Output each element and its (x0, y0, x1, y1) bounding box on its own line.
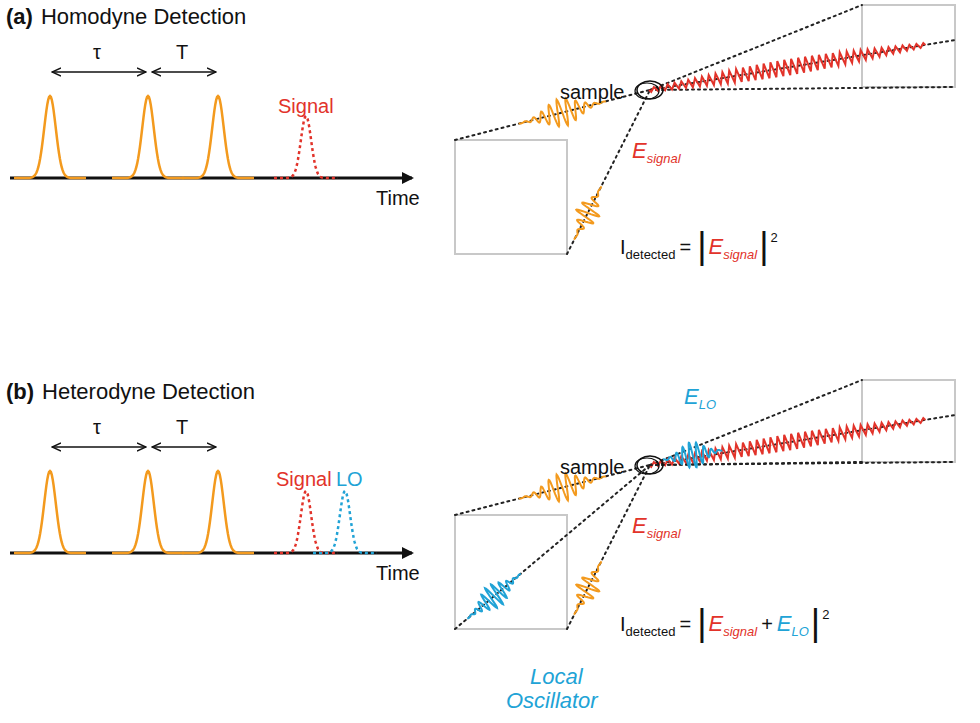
t-arrow (152, 446, 216, 447)
beam-label: Oscillator (506, 688, 598, 714)
label-group: ELO (684, 384, 716, 410)
label-group: T (176, 40, 188, 64)
label-group: Idetected=|Esignal+ELO|2 (620, 597, 829, 640)
label-group: T (176, 415, 188, 439)
label-group: τ (93, 415, 101, 439)
label-group: Oscillator (506, 688, 598, 714)
formula-part: signal (723, 247, 757, 263)
formula-part: | (811, 601, 820, 644)
panel-title: Heterodyne Detection (42, 379, 255, 405)
formula-part: E (708, 234, 723, 260)
wave-packet (649, 43, 925, 92)
pulse (14, 96, 86, 178)
label-group: Signal (276, 467, 332, 491)
formula-part: | (759, 224, 768, 267)
axis-label: Time (376, 186, 420, 210)
formula-part: detected (626, 624, 676, 640)
label-group: Esignal (632, 138, 681, 164)
beam-line (650, 87, 955, 90)
formula-part: | (697, 601, 706, 644)
beam-line (567, 465, 650, 629)
interval-label: τ (93, 40, 101, 64)
pulse (112, 96, 184, 178)
interval-label: T (176, 40, 188, 64)
label-group: Time (376, 561, 420, 585)
tau-arrow (52, 446, 146, 447)
field-subscript: signal (647, 151, 681, 167)
sample-label: sample (560, 80, 624, 104)
panel-a-art (10, 5, 955, 254)
sample-ring (635, 458, 659, 474)
interval-label: τ (93, 415, 101, 439)
panel-b-art (10, 380, 955, 629)
pulse (112, 471, 184, 553)
label-group: Local (530, 664, 583, 690)
panel-letter: (b) (6, 379, 34, 405)
label-group: Idetected=|Esignal|2 (620, 220, 778, 263)
beam-box (455, 515, 567, 629)
tau-arrow (52, 71, 146, 72)
generated-strokes (14, 5, 955, 629)
formula-part: = (679, 612, 691, 636)
label-group: (a) Homodyne Detection (6, 4, 246, 30)
formula-part: E (708, 611, 723, 637)
formula-part: 2 (771, 230, 778, 246)
panel-letter: (a) (6, 4, 33, 30)
beam-line (567, 90, 650, 254)
panel-title: Homodyne Detection (41, 4, 246, 30)
field-symbol: E (632, 513, 647, 539)
wave-packet (649, 418, 925, 467)
label-group: (b) Heterodyne Detection (6, 379, 255, 405)
axis-label: Time (376, 561, 420, 585)
label-group: sample (560, 455, 624, 479)
pulse-label: LO (336, 467, 363, 491)
pulse-label: Signal (276, 467, 332, 491)
beam-label: Local (530, 664, 583, 690)
sample-label: sample (560, 455, 624, 479)
field-subscript: signal (647, 526, 681, 542)
pulse (274, 116, 338, 178)
field-symbol: E (684, 384, 699, 410)
field-subscript: LO (699, 397, 716, 413)
formula-part: I (620, 235, 626, 259)
formula-part: I (620, 612, 626, 636)
wave-packet (574, 186, 601, 239)
label-group: Time (376, 186, 420, 210)
field-symbol: E (632, 138, 647, 164)
label-group: sample (560, 80, 624, 104)
beam-box (455, 140, 567, 254)
formula-part: + (761, 612, 773, 636)
label-group: Signal (278, 94, 334, 118)
label-group: τ (93, 40, 101, 64)
formula-part: LO (792, 624, 809, 640)
pulse (182, 96, 254, 178)
t-arrow (152, 71, 216, 72)
formula-part: detected (626, 247, 676, 263)
beam-line (455, 465, 650, 629)
formula-part: = (679, 235, 691, 259)
pulse (14, 471, 86, 553)
wave-packet (467, 574, 521, 619)
formula-part: signal (723, 624, 757, 640)
pulse (313, 491, 377, 553)
sample-ring (635, 83, 659, 99)
formula-part: 2 (822, 607, 829, 623)
pulse (182, 471, 254, 553)
formula-part: E (777, 611, 792, 637)
interval-label: T (176, 415, 188, 439)
label-group: Esignal (632, 513, 681, 539)
pulse (274, 491, 338, 553)
formula-part: | (697, 224, 706, 267)
wave-packet (663, 443, 722, 468)
label-group: LO (336, 467, 363, 491)
pulse-label: Signal (278, 94, 334, 118)
wave-packet (574, 561, 601, 614)
